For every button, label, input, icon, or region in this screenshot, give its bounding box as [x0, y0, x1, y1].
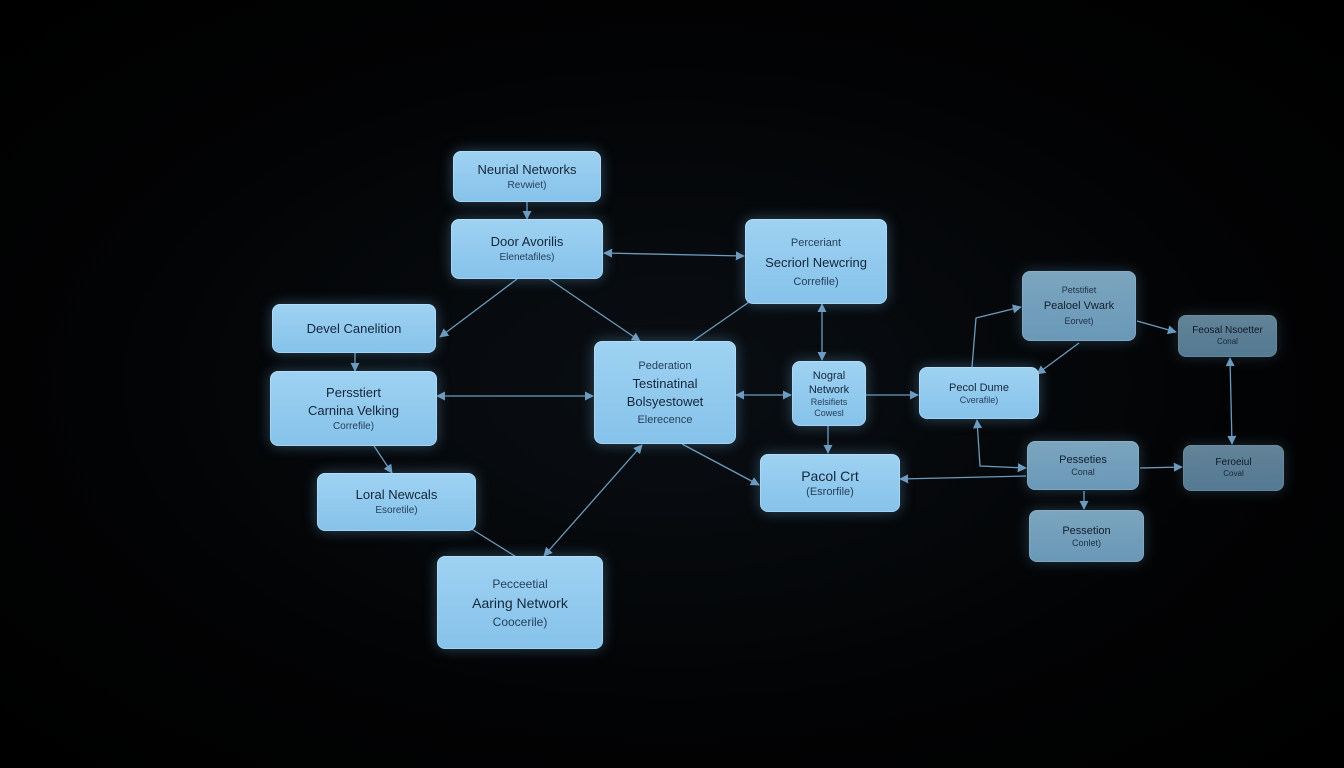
node-feosal-nsoetter[interactable]: Feosal Nsoetter Conal: [1178, 315, 1277, 357]
node-title: Loral Newcals: [355, 487, 438, 502]
node-subtitle: Correfile): [793, 275, 839, 288]
node-title: Door Avorilis: [490, 234, 564, 249]
edge-petstifiet-to-pecol: [1036, 342, 1080, 375]
node-persstiert[interactable]: Persstiert Carnina Velking Correfile): [270, 371, 437, 446]
node-title: Secriorl Newcring: [765, 254, 867, 270]
node-subtitle: Coocerile): [492, 614, 548, 629]
node-door-avorilis[interactable]: Door Avorilis Elenetafiles): [451, 219, 603, 279]
node-subtitle: Elenetafiles): [499, 252, 555, 263]
node-subtitle: Conal: [1217, 337, 1238, 346]
node-label-top: Petstifiet: [1061, 285, 1097, 295]
node-subtitle: Correfile): [332, 420, 375, 432]
edge-loral-to-pecceetial: [469, 527, 519, 559]
node-subtitle: Relsifiets Cowesl: [810, 396, 848, 418]
node-title-line2: Network: [808, 383, 850, 396]
node-subtitle: Conlet): [1071, 537, 1101, 548]
node-subtitle: Coval: [1223, 469, 1244, 478]
node-title: Testinatinal: [632, 375, 698, 391]
node-subtitle: Esoretile): [375, 505, 418, 516]
node-subtitle: Cverafile): [959, 394, 999, 405]
node-subtitle: (Esrorfile): [806, 486, 854, 498]
node-nogral-network[interactable]: Nogral Network Relsifiets Cowesl: [792, 361, 866, 426]
node-subtitle: Elerecence: [637, 413, 693, 426]
edge-pecceetial-to-pederation: [543, 444, 643, 557]
node-neurial-networks[interactable]: Neurial Networks Revwiet): [453, 151, 601, 202]
node-pecol-dume[interactable]: Pecol Dume Cverafile): [919, 367, 1039, 419]
node-title-line2: Bolsyestowet: [626, 393, 704, 409]
edge-feosal-to-feroeiul: [1225, 357, 1237, 445]
node-devel-canelition[interactable]: Devel Canelition: [272, 304, 436, 353]
node-subtitle: Revwiet): [507, 179, 547, 191]
node-subtitle: Eorvet): [1064, 316, 1094, 326]
node-feroeiul[interactable]: Feroeiul Coval: [1183, 445, 1284, 491]
edge-pederation-to-pacol: [681, 443, 760, 486]
node-title: Aaring Network: [472, 594, 568, 611]
node-title: Pecol Dume: [949, 381, 1009, 394]
edge-door-to-pederation: [548, 278, 641, 342]
node-title: Pessetion: [1062, 524, 1111, 537]
node-label-top: Pecceetial: [492, 576, 548, 591]
node-petstifiet[interactable]: Petstifiet Pealoel Vwark Eorvet): [1022, 271, 1136, 341]
node-title: Persstiert: [326, 384, 381, 400]
node-title: Neurial Networks: [477, 161, 577, 177]
edge-door-to-perceriant: [603, 248, 745, 261]
node-title: Pacol Crt: [801, 468, 859, 484]
node-pecceetial[interactable]: Pecceetial Aaring Network Coocerile): [437, 556, 603, 649]
node-pessetion[interactable]: Pessetion Conlet): [1029, 510, 1144, 562]
node-title-line2: Carnina Velking: [307, 402, 400, 418]
node-pacol-crt[interactable]: Pacol Crt (Esrorfile): [760, 454, 900, 512]
edge-door-to-devel: [439, 278, 518, 338]
edge-persstiert-to-loral: [373, 445, 393, 474]
node-loral-newcals[interactable]: Loral Newcals Esoretile): [317, 473, 476, 531]
node-title: Nogral: [812, 369, 846, 382]
node-label-top: Perceriant: [790, 236, 842, 249]
edge-pesseties-to-feroeiul: [1139, 462, 1183, 472]
node-title: Feosal Nsoetter: [1192, 325, 1263, 336]
edge-petstifiet-to-feosal: [1136, 320, 1177, 335]
node-pederation[interactable]: Pederation Testinatinal Bolsyestowet Ele…: [594, 341, 736, 444]
node-title: Pesseties: [1059, 454, 1107, 466]
node-title: Feroeiul: [1215, 457, 1252, 468]
node-title: Devel Canelition: [306, 320, 402, 336]
edge-pesseties-to-pacol: [899, 474, 1027, 484]
node-label-top: Pederation: [638, 359, 692, 372]
node-subtitle: Conal: [1071, 467, 1095, 477]
edge-pecol-to-pesseties: [972, 419, 1027, 473]
edge-pecol-to-petstifiet: [971, 304, 1022, 368]
edge-pederation-to-perceriant: [692, 299, 753, 342]
node-title: Pealoel Vwark: [1043, 300, 1115, 312]
node-pesseties[interactable]: Pesseties Conal: [1027, 441, 1139, 490]
node-perceriant[interactable]: Perceriant Secriorl Newcring Correfile): [745, 219, 887, 304]
